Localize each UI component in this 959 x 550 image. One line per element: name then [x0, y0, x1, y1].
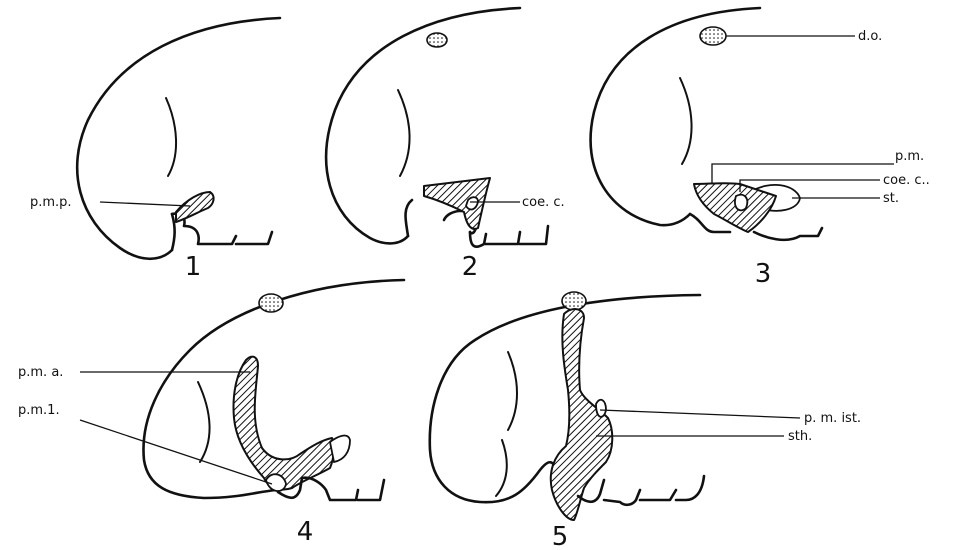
label-do: d.o.	[858, 29, 882, 44]
label-st: st.	[883, 191, 899, 206]
foregut-outline-5	[578, 476, 704, 505]
brain-fold-5	[508, 352, 517, 430]
process-4	[330, 436, 350, 462]
panel-5: p. m. ist. sth. 5	[430, 292, 861, 550]
premandibular-mesoderm-4	[234, 357, 335, 490]
label-pm1: p.m.1.	[18, 403, 60, 418]
leader-pm-3	[712, 164, 894, 184]
coelom-lumen-2	[466, 197, 478, 209]
dorsal-organ-3	[700, 27, 726, 45]
jaw-outline-1	[172, 214, 175, 250]
brain-fold-5b	[496, 440, 507, 496]
panel-number-3: 3	[755, 259, 772, 289]
embryo-outline-2	[326, 8, 520, 243]
panel-number-5: 5	[552, 522, 569, 550]
label-pma: p.m. a.	[18, 365, 63, 380]
premandibular-primordium-1	[176, 192, 214, 222]
panel-4: p.m. a. p.m.1. 4	[18, 280, 404, 547]
label-coe-c-3: coe. c..	[883, 173, 930, 188]
isthmus-lumen-5	[596, 400, 606, 417]
leader-pmp	[100, 202, 190, 206]
label-sth: sth.	[788, 429, 812, 444]
leader-pm-ist	[600, 410, 800, 418]
panel-number-4: 4	[297, 517, 314, 547]
brain-fold-2	[398, 90, 410, 176]
embryo-outline-1	[77, 18, 280, 259]
label-coe-c-2: coe. c.	[522, 195, 565, 210]
coelomic-cavity-tissue-2	[424, 178, 490, 229]
panel-number-2: 2	[462, 252, 479, 282]
dorsal-organ-4	[259, 294, 283, 312]
panel-number-1: 1	[185, 252, 202, 282]
panel-3: d.o. p.m. coe. c.. st. 3	[591, 8, 930, 289]
foregut-outline-2	[470, 226, 548, 247]
brain-fold-3	[680, 78, 692, 164]
coelom-lumen-3	[735, 195, 747, 211]
label-pm: p.m.	[895, 149, 924, 164]
panel-1: p.m.p. 1	[30, 18, 280, 282]
jaw-outline-2	[406, 200, 413, 236]
brain-fold-1	[166, 98, 176, 176]
label-pmp: p.m.p.	[30, 195, 72, 210]
dorsal-organ-2	[427, 33, 447, 47]
panel-2: coe. c. 2	[326, 8, 564, 282]
dorsal-organ-5	[562, 292, 586, 310]
label-pm-ist: p. m. ist.	[804, 411, 861, 426]
brain-fold-4	[198, 382, 210, 462]
